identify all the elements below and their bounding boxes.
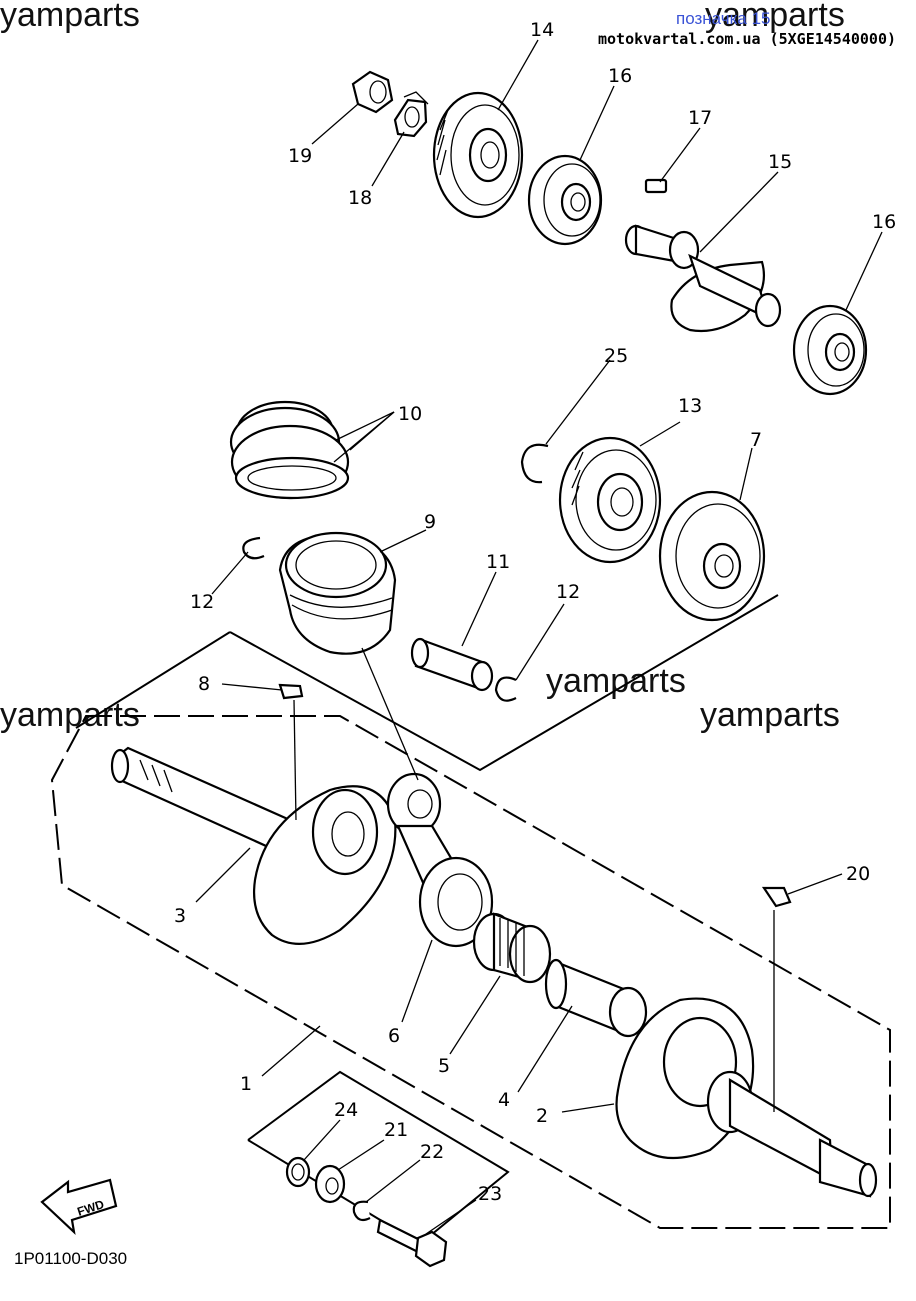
part-15-balancer-shaft	[624, 224, 782, 333]
part-6-connecting-rod	[386, 772, 494, 948]
callout-19: 19	[288, 145, 312, 167]
watermark: yamparts	[700, 696, 840, 734]
part-2-crankshaft-right	[615, 997, 878, 1198]
part-13-drive-gear	[558, 436, 662, 564]
callout-16: 16	[608, 65, 632, 87]
diagram-code: 1P01100-D030	[14, 1249, 127, 1268]
part-14-balancer-gear	[432, 91, 524, 219]
part-20-key	[761, 886, 792, 908]
callout-14: 14	[530, 19, 554, 41]
source-reference: motokvartal.com.ua (5XGE14540000)	[598, 30, 896, 48]
part-3-crankshaft-left	[110, 746, 397, 945]
callout-8: 8	[198, 673, 210, 695]
part-4-crank-pin	[544, 958, 648, 1038]
callout-12: 12	[190, 591, 214, 613]
part-19-nut	[351, 70, 394, 114]
callout-11: 11	[486, 551, 510, 573]
crankshaft-assembly-outline	[50, 715, 891, 1229]
callout-22: 22	[420, 1141, 444, 1163]
part-11-piston-pin	[410, 637, 494, 692]
callout-25: 25	[604, 345, 628, 367]
part-12-circlip	[494, 676, 517, 702]
part-10-piston-rings	[229, 400, 350, 500]
part-9-piston	[278, 531, 397, 655]
part-22-circlip	[352, 1200, 371, 1222]
callout-20: 20	[846, 863, 870, 885]
callout-21: 21	[384, 1119, 408, 1141]
callout-5: 5	[438, 1055, 450, 1077]
callout-24: 24	[334, 1099, 358, 1121]
callout-23: 23	[478, 1183, 502, 1205]
marker-link[interactable]: позначка 15	[676, 9, 771, 28]
callout-13: 13	[678, 395, 702, 417]
callout-18: 18	[348, 187, 372, 209]
watermark: yamparts	[546, 662, 686, 700]
assembly-outline	[229, 594, 779, 772]
callout-7: 7	[750, 429, 762, 451]
part-17-key	[644, 178, 668, 194]
assembly-outline	[75, 631, 231, 729]
part-12-circlip	[242, 536, 265, 560]
part-23-bolt	[376, 1218, 448, 1268]
leader-lines	[195, 39, 883, 1235]
watermark: yamparts	[705, 0, 845, 34]
part-16-bearing	[527, 154, 603, 246]
part-7-bearing	[658, 490, 766, 622]
callout-4: 4	[498, 1089, 510, 1111]
part-5-needle-bearing	[472, 912, 552, 984]
callout-12: 12	[556, 581, 580, 603]
callout-2: 2	[536, 1105, 548, 1127]
part-18-lock-washer	[393, 91, 429, 138]
part-8-key	[278, 683, 304, 700]
callout-1: 1	[240, 1073, 252, 1095]
watermark: yamparts	[0, 0, 140, 34]
part-25-circlip	[520, 443, 549, 484]
callout-3: 3	[174, 905, 186, 927]
part-16-bearing	[792, 304, 868, 396]
callout-15: 15	[768, 151, 792, 173]
callout-9: 9	[424, 511, 436, 533]
part-24-o-ring	[285, 1156, 311, 1188]
callout-10: 10	[398, 403, 422, 425]
callout-6: 6	[388, 1025, 400, 1047]
callout-16: 16	[872, 211, 896, 233]
callout-17: 17	[688, 107, 712, 129]
part-21-washer	[314, 1164, 346, 1204]
fwd-arrow-icon: FWD	[40, 1178, 118, 1236]
